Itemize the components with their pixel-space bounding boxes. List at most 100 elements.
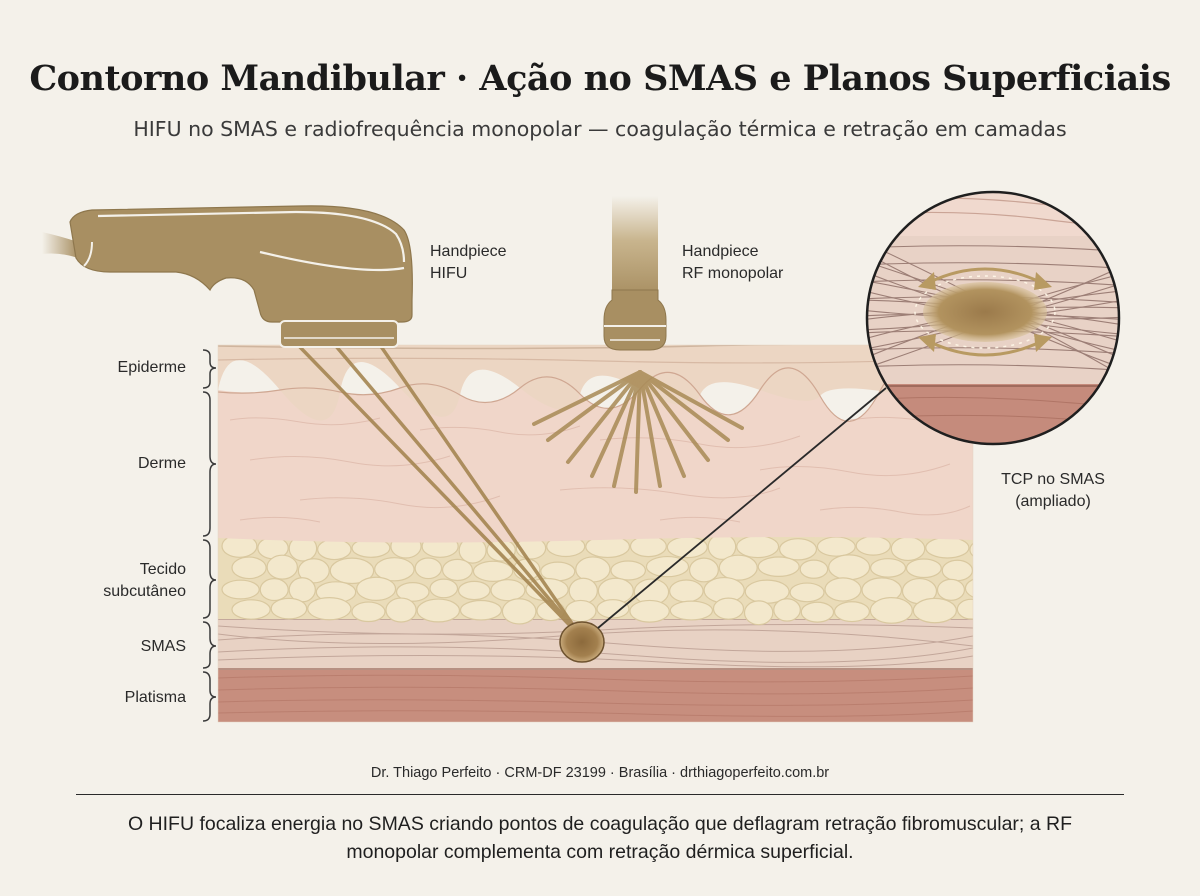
fat-cell (259, 578, 289, 602)
rf-label-line1: Handpiece (682, 243, 759, 260)
fat-cell (231, 556, 267, 580)
label-subcutaneo-line2: subcutâneo (103, 583, 186, 600)
label-epiderme: Epiderme (117, 359, 186, 376)
fat-cell (610, 560, 647, 581)
fat-cell (441, 558, 474, 582)
figure-caption: O HIFU focaliza energia no SMAS criando … (127, 813, 1073, 863)
fat-cell (905, 558, 942, 579)
fat-cell (266, 554, 298, 580)
label-derme: Derme (137, 455, 186, 472)
fat-cell (828, 554, 871, 581)
fat-cell (824, 577, 862, 602)
fat-cell (629, 535, 667, 558)
fat-cell (596, 599, 630, 619)
fat-cell (890, 536, 926, 562)
fat-cell (936, 578, 966, 601)
layer-brackets (202, 349, 217, 722)
fat-cell (568, 577, 598, 605)
fat-cell (629, 599, 670, 623)
fat-cell (972, 564, 973, 569)
fat-cell (816, 536, 856, 557)
fat-cell (385, 597, 417, 623)
hifu-handpiece-label: Handpiece HIFU (430, 241, 507, 285)
fat-cell (743, 600, 774, 626)
tissue-block (218, 345, 973, 722)
label-platisma: Platisma (124, 689, 186, 706)
rf-handpiece (603, 196, 667, 351)
rf-handpiece-label: Handpiece RF monopolar (682, 241, 783, 285)
fat-cell (356, 576, 397, 601)
hifu-label-line2: HIFU (430, 265, 468, 282)
fat-cell (718, 554, 758, 581)
retraction-arrows (928, 267, 1042, 357)
fat-cell (736, 535, 780, 559)
fat-cell (941, 559, 973, 582)
page-title: Contorno Mandibular · Ação no SMAS e Pla… (29, 58, 1171, 99)
fat-cell (779, 538, 818, 561)
smas-fiber (867, 262, 1119, 270)
fat-cell (297, 558, 330, 584)
zoom-coagulation-point (923, 282, 1047, 342)
epidermis-layer (218, 345, 973, 421)
footer-divider (76, 794, 1124, 795)
fat-cell (645, 555, 690, 578)
smas-fiber (867, 347, 1119, 355)
fat-cell (712, 597, 745, 620)
fat-cell (789, 582, 825, 603)
fat-cell (221, 579, 260, 600)
fat-cell (414, 557, 443, 580)
fat-cell (669, 579, 704, 603)
platysma-layer (218, 668, 973, 722)
fat-cell (416, 598, 461, 623)
fat-cell (457, 580, 491, 601)
smas-fiber (867, 364, 1119, 372)
fat-cell (307, 597, 352, 621)
fat-cell (773, 598, 801, 622)
fat-cell (501, 598, 537, 625)
smas-fiber (867, 279, 1119, 287)
fat-cell (270, 597, 308, 620)
dermis-layer (218, 362, 973, 543)
smas-fiber (867, 245, 1119, 253)
label-smas: SMAS (140, 638, 186, 655)
author-credit: Dr. Thiago Perfeito · CRM-DF 23199 · Bra… (370, 765, 830, 781)
fat-cell (855, 535, 891, 556)
zoom-label: TCP no SMAS (ampliado) (983, 469, 1123, 513)
zoom-connector (597, 387, 887, 629)
fat-cell (833, 601, 870, 623)
fat-cell (490, 579, 526, 602)
fat-cell (969, 542, 973, 557)
fat-cell (964, 578, 973, 598)
fat-cell (395, 581, 430, 602)
fat-cell (459, 599, 503, 621)
fat-cell (688, 557, 719, 583)
zoom-label-line2: (ampliado) (1015, 493, 1091, 510)
page-subtitle: HIFU no SMAS e radiofrequência monopolar… (133, 117, 1067, 141)
hifu-beams (296, 345, 584, 640)
rf-label-line2: RF monopolar (682, 265, 784, 282)
fat-cell (374, 557, 415, 582)
fat-cell (869, 597, 913, 624)
smas-coagulation-point (559, 621, 605, 663)
fat-cell (329, 557, 375, 585)
fat-cell (429, 578, 459, 599)
fat-cell (912, 597, 957, 624)
label-subcutaneo: Tecido subcutâneo (60, 559, 186, 603)
fat-cell (757, 556, 800, 577)
fat-cell (799, 559, 829, 579)
fat-cell (669, 600, 714, 621)
zoom-label-line1: TCP no SMAS (1001, 471, 1105, 488)
fat-cell (800, 601, 835, 623)
rf-energy-rays (532, 370, 744, 494)
label-subcutaneo-line1: Tecido (139, 561, 186, 578)
fat-cell (925, 536, 970, 559)
hifu-label-line1: Handpiece (430, 243, 507, 260)
fat-cell (317, 538, 352, 561)
fat-cell (231, 599, 271, 620)
fat-cell (869, 558, 907, 578)
fat-cell (472, 560, 514, 582)
fat-cell (956, 598, 973, 620)
hifu-handpiece (42, 205, 413, 348)
fat-cell (351, 601, 386, 623)
